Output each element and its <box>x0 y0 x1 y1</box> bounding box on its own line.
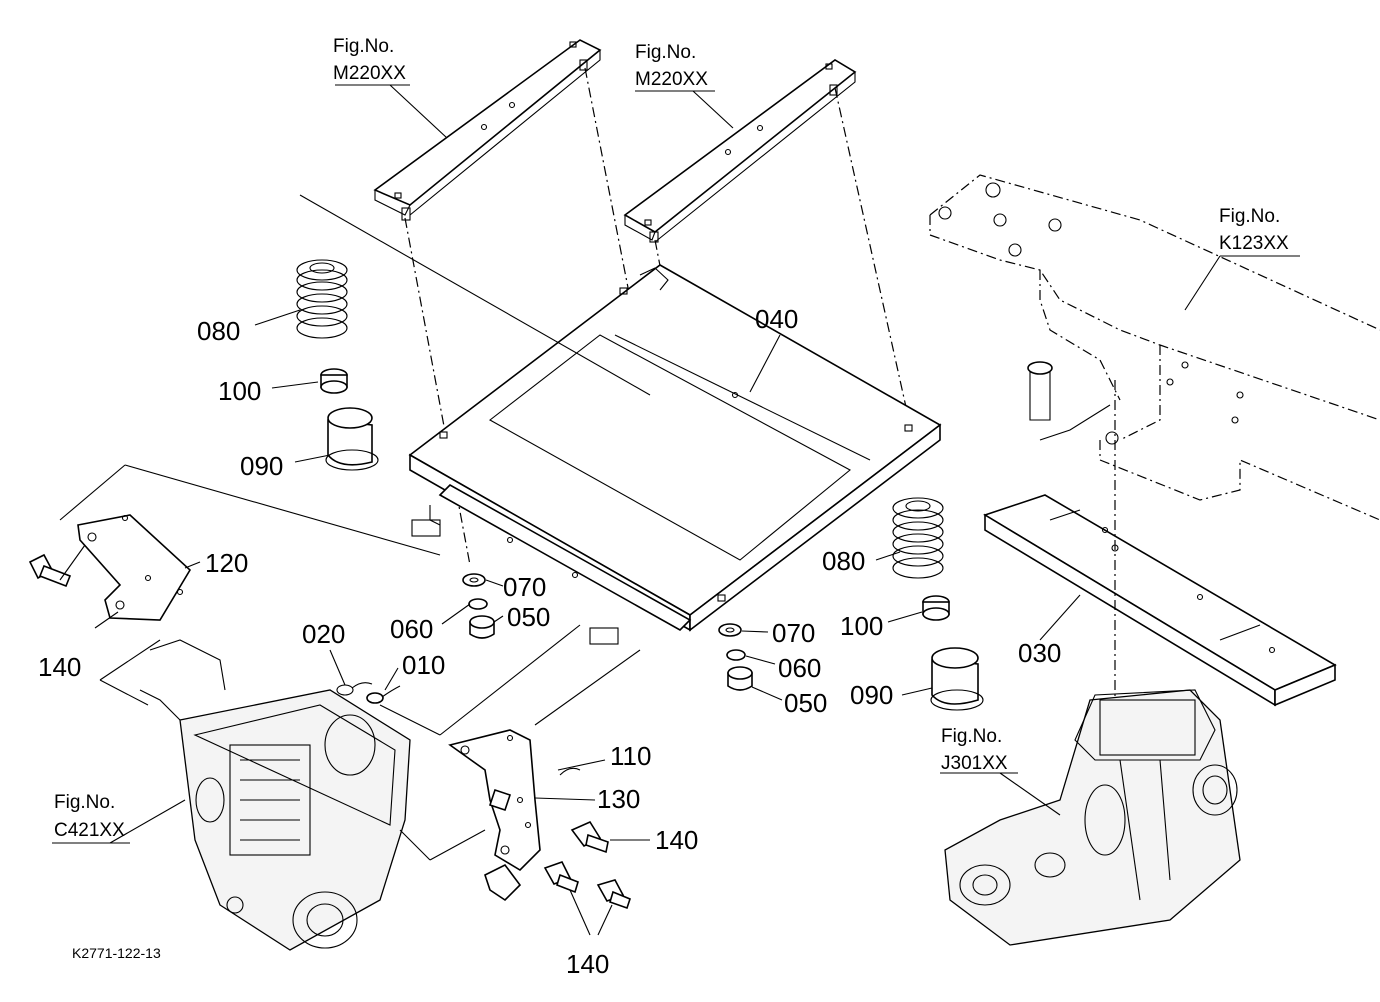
label-050-right: 050 <box>784 688 827 718</box>
right-spacer <box>922 595 950 621</box>
figure-ref-m220-left: Fig.No. M220XX <box>333 36 406 84</box>
label-040: 040 <box>755 304 798 334</box>
label-110: 110 <box>610 741 651 771</box>
label-140-bottom: 140 <box>566 949 609 979</box>
rear-housing <box>944 689 1241 946</box>
figure-ref-k123: Fig.No. K123XX <box>1219 206 1289 254</box>
bolt-bottom-b <box>596 879 631 910</box>
label-090-left: 090 <box>240 451 283 481</box>
label-090-right: 090 <box>850 680 893 710</box>
left-seat-rail <box>373 39 602 221</box>
svg-text:M220XX: M220XX <box>635 69 708 90</box>
svg-text:Fig.No.: Fig.No. <box>54 792 115 813</box>
transmission-case <box>139 639 411 951</box>
svg-text:M220XX: M220XX <box>333 63 406 84</box>
label-030: 030 <box>1018 638 1061 668</box>
label-080-left: 080 <box>197 316 240 346</box>
label-060-left: 060 <box>390 614 433 644</box>
drawing-code: K2771-122-13 <box>72 945 161 961</box>
label-010: 010 <box>402 650 445 680</box>
bolt-bottom-a <box>543 861 579 894</box>
label-070-left: 070 <box>503 572 546 602</box>
svg-text:Fig.No.: Fig.No. <box>941 726 1002 747</box>
figure-ref-c421: Fig.No. C421XX <box>54 792 125 841</box>
svg-text:Fig.No.: Fig.No. <box>635 42 696 63</box>
label-020: 020 <box>302 619 345 649</box>
right-seat-rail <box>623 59 857 243</box>
label-070-right: 070 <box>772 618 815 648</box>
label-080-right: 080 <box>822 546 865 576</box>
label-120: 120 <box>205 548 248 578</box>
left-fasteners <box>462 573 495 639</box>
figure-ref-m220-right: Fig.No. M220XX <box>635 42 708 90</box>
figure-ref-j301: Fig.No. J301XX <box>941 726 1008 774</box>
svg-text:K123XX: K123XX <box>1219 233 1289 254</box>
right-spring <box>892 497 944 579</box>
label-060-right: 060 <box>778 653 821 683</box>
label-140-mid: 140 <box>655 825 698 855</box>
left-spring <box>296 259 348 339</box>
left-bracket <box>77 514 192 621</box>
svg-text:J301XX: J301XX <box>941 753 1008 774</box>
label-130: 130 <box>597 784 640 814</box>
bolt-mid <box>570 820 609 854</box>
left-rubber-mount <box>325 407 379 471</box>
seat-frame <box>408 264 942 645</box>
right-bracket <box>448 729 541 902</box>
frame-k123 <box>929 174 1380 521</box>
cross-member <box>983 494 1337 707</box>
svg-text:Fig.No.: Fig.No. <box>1219 206 1280 227</box>
right-fasteners <box>718 623 753 691</box>
svg-text:Fig.No.: Fig.No. <box>333 36 394 57</box>
label-050-left: 050 <box>507 602 550 632</box>
spring-clip <box>336 682 401 704</box>
right-rubber-mount <box>930 647 984 711</box>
label-100-left: 100 <box>218 376 261 406</box>
left-spacer <box>320 368 348 394</box>
svg-text:C421XX: C421XX <box>54 820 125 841</box>
label-140-left: 140 <box>38 652 81 682</box>
left-bolt <box>28 553 72 588</box>
label-100-right: 100 <box>840 611 883 641</box>
